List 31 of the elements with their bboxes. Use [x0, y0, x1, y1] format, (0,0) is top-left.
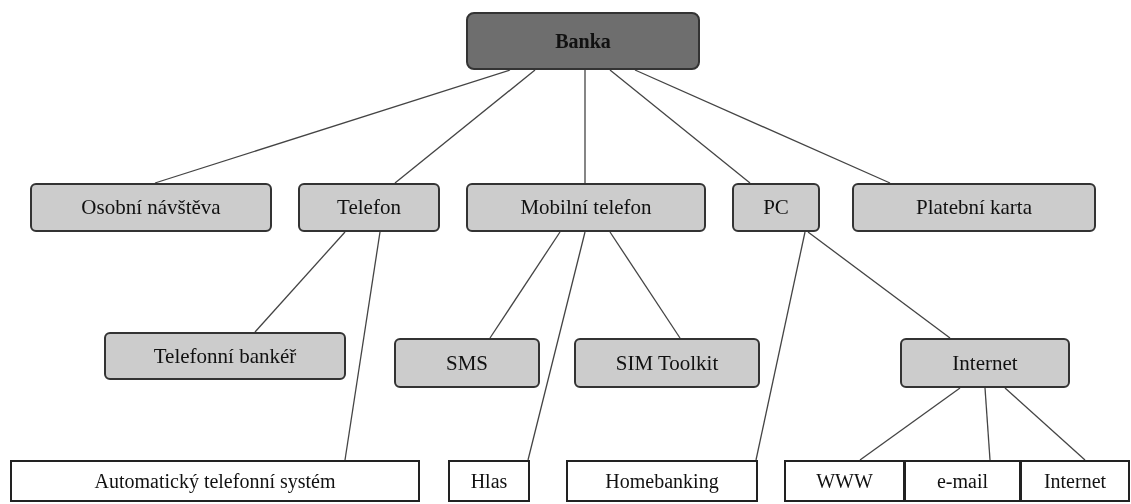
connector-line [154, 69, 511, 184]
category-box: Internet [1020, 460, 1130, 502]
connector-line [609, 69, 751, 184]
connector-line [584, 69, 586, 184]
connector-line [807, 231, 951, 339]
category-box: WWW [784, 460, 905, 502]
category-box: Mobilní telefon [466, 183, 706, 232]
connector-line [1004, 387, 1086, 461]
connector-line [755, 231, 806, 461]
category-box: PC [732, 183, 820, 232]
connector-line [609, 231, 681, 339]
category-box: Automatický telefonní systém [10, 460, 420, 502]
category-box: Internet [900, 338, 1070, 388]
connector-line [634, 69, 891, 184]
category-box: Telefon [298, 183, 440, 232]
connector-line [254, 231, 346, 333]
connector-line [489, 231, 561, 339]
category-box: SIM Toolkit [574, 338, 760, 388]
category-box: SMS [394, 338, 540, 388]
connector-line [344, 231, 381, 461]
category-box: Platební karta [852, 183, 1096, 232]
root-box: Banka [466, 12, 700, 70]
category-box: e-mail [904, 460, 1021, 502]
connector-line [527, 231, 586, 461]
category-box: Telefonní bankéř [104, 332, 346, 380]
connector-line [394, 69, 536, 184]
category-box: Homebanking [566, 460, 758, 502]
connector-line [984, 387, 991, 461]
connector-line [859, 387, 961, 461]
category-box: Hlas [448, 460, 530, 502]
category-box: Osobní návštěva [30, 183, 272, 232]
